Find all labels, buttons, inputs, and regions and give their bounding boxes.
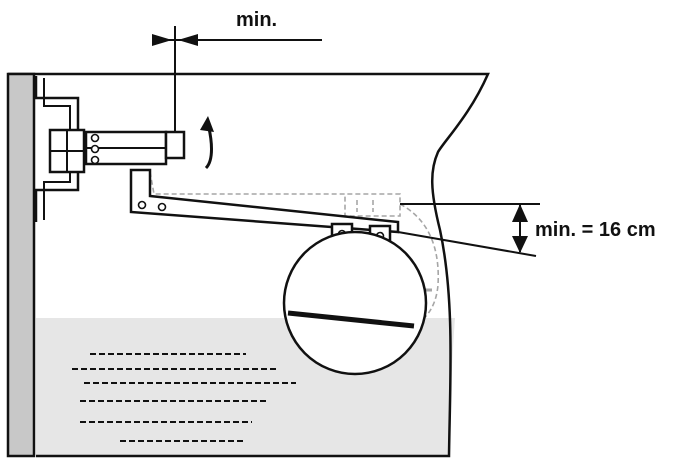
- top-arrow-left: [152, 34, 172, 46]
- water-ripples: [72, 353, 296, 442]
- shaft-hole-2: [90, 144, 100, 154]
- tank-wall: [6, 72, 36, 458]
- dashed-alt-arc: [399, 203, 440, 333]
- side-arrow-down: [512, 236, 528, 253]
- top-arrow-right: [178, 34, 198, 46]
- float-ball: [282, 230, 428, 376]
- rotation-arrowhead: [200, 116, 214, 132]
- min-side-label: min. = 16 cm: [535, 219, 656, 241]
- shaft-nut: [164, 130, 186, 160]
- shaft-hole-3: [90, 155, 100, 165]
- dashed-alt-bracket: [356, 200, 374, 212]
- float-ball-band: [287, 310, 415, 329]
- side-reference-bottom: [397, 231, 537, 257]
- side-arrow-up: [512, 204, 528, 222]
- arm-hole-1: [137, 200, 147, 210]
- min-top-label: min.: [236, 9, 277, 31]
- float-arm: [129, 168, 400, 234]
- tank-outline: [8, 72, 490, 458]
- shaft-hole-1: [90, 133, 100, 143]
- arm-hole-2: [157, 202, 167, 212]
